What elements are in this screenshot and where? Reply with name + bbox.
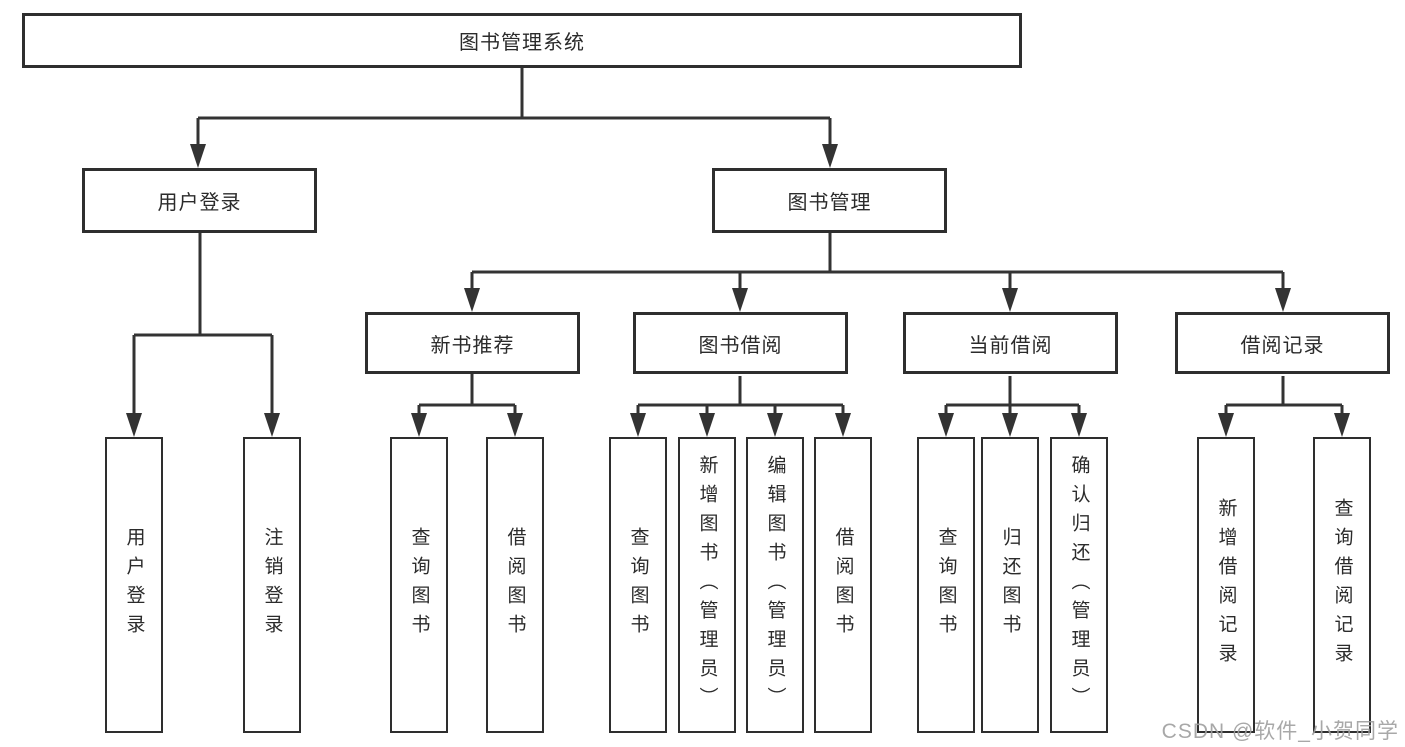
node-new-book-recommend: 新书推荐	[365, 312, 580, 374]
node-label: 查询借阅记录	[1331, 498, 1353, 672]
node-label: 借阅记录	[1240, 334, 1325, 357]
csdn-watermark: CSDN @软件_小贺同学	[1161, 720, 1399, 743]
node-label: 图书管理系统	[459, 32, 585, 54]
leaf-query-books-current: 查询图书	[917, 437, 975, 733]
node-label: 新增图书（管理员）	[696, 454, 718, 716]
node-label: 注销登录	[261, 527, 283, 643]
node-label: 查询图书	[408, 527, 430, 643]
leaf-query-books-borrowing: 查询图书	[609, 437, 667, 733]
node-label: 编辑图书（管理员）	[764, 454, 786, 716]
node-library-management-system: 图书管理系统	[22, 13, 1022, 68]
leaf-borrow-books: 借阅图书	[814, 437, 872, 733]
node-label: 用户登录	[123, 527, 145, 643]
node-label: 借阅图书	[504, 527, 526, 643]
leaf-edit-books-admin: 编辑图书（管理员）	[746, 437, 804, 733]
arrowheads	[126, 144, 1350, 437]
leaf-confirm-return-admin: 确认归还（管理员）	[1050, 437, 1108, 733]
node-label: 查询图书	[627, 527, 649, 643]
node-label: 查询图书	[935, 527, 957, 643]
node-book-borrowing: 图书借阅	[633, 312, 848, 374]
node-label: 新书推荐	[430, 334, 515, 357]
node-user-login-branch: 用户登录	[82, 168, 317, 233]
leaf-add-books-admin: 新增图书（管理员）	[678, 437, 736, 733]
leaf-user-login: 用户登录	[105, 437, 163, 733]
leaf-query-borrow-record: 查询借阅记录	[1313, 437, 1371, 733]
node-current-borrowing: 当前借阅	[903, 312, 1118, 374]
leaf-return-books: 归还图书	[981, 437, 1039, 733]
node-label: 借阅图书	[832, 527, 854, 643]
node-label: 当前借阅	[968, 334, 1053, 357]
node-label: 确认归还（管理员）	[1068, 454, 1090, 716]
leaf-query-books-recommend: 查询图书	[390, 437, 448, 733]
node-label: 归还图书	[999, 527, 1021, 643]
node-label: 新增借阅记录	[1215, 498, 1237, 672]
leaf-add-borrow-record: 新增借阅记录	[1197, 437, 1255, 733]
node-book-management: 图书管理	[712, 168, 947, 233]
leaf-borrow-books-recommend: 借阅图书	[486, 437, 544, 733]
node-borrowing-records: 借阅记录	[1175, 312, 1390, 374]
node-label: 图书借阅	[698, 334, 783, 357]
leaf-logout: 注销登录	[243, 437, 301, 733]
node-label: 用户登录	[157, 192, 242, 214]
node-label: 图书管理	[787, 192, 872, 214]
